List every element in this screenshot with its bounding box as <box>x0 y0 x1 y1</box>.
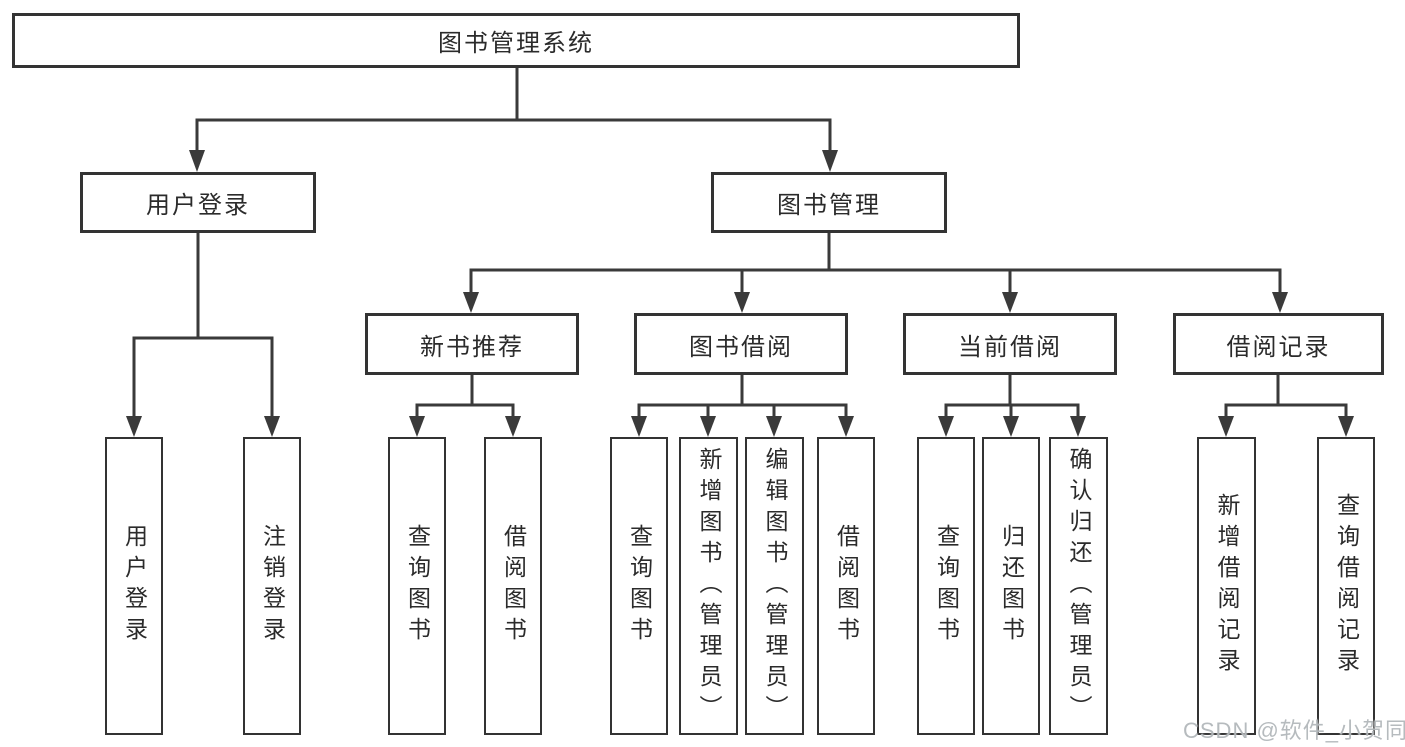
leaf-logout: 注销登录 <box>243 437 301 735</box>
csdn-watermark: CSDN @软件_小贺同学 <box>1183 718 1405 743</box>
node-new-book-recommend: 新书推荐 <box>365 313 579 375</box>
leaf-bb-borrow-books: 借阅图书 <box>817 437 875 735</box>
leaf-bb-add-book-admin: 新增图书（管理员） <box>679 437 738 735</box>
leaf-nbr-borrow-books: 借阅图书 <box>484 437 542 735</box>
leaf-cb-return-books: 归还图书 <box>982 437 1040 735</box>
node-book-borrow: 图书借阅 <box>634 313 848 375</box>
node-user-login: 用户登录 <box>80 172 316 233</box>
node-borrow-record: 借阅记录 <box>1173 313 1384 375</box>
leaf-br-query-record: 查询借阅记录 <box>1317 437 1375 735</box>
leaf-nbr-query-books: 查询图书 <box>388 437 446 735</box>
leaf-bb-edit-book-admin: 编辑图书（管理员） <box>745 437 804 735</box>
leaf-br-add-record: 新增借阅记录 <box>1197 437 1256 735</box>
leaf-bb-query-books: 查询图书 <box>610 437 668 735</box>
node-book-management: 图书管理 <box>711 172 947 233</box>
leaf-cb-query-books: 查询图书 <box>917 437 975 735</box>
arrowheads <box>126 150 1354 437</box>
node-root: 图书管理系统 <box>12 13 1020 68</box>
node-current-borrow: 当前借阅 <box>903 313 1117 375</box>
leaf-user-login: 用户登录 <box>105 437 163 735</box>
leaf-cb-confirm-return-admin: 确认归还（管理员） <box>1049 437 1108 735</box>
